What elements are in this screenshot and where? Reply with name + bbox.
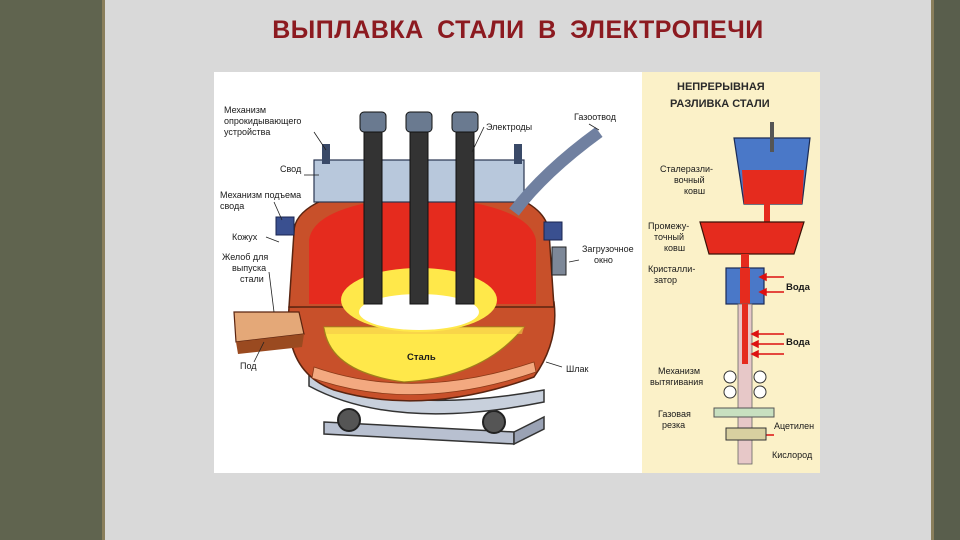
svg-text:выпуска: выпуска	[232, 263, 266, 273]
svg-text:Желоб для: Желоб для	[222, 252, 268, 262]
svg-text:Промежу-: Промежу-	[648, 221, 689, 231]
label-steel: Сталь	[407, 352, 436, 363]
label-crystallizer-1: Кристалли-	[648, 264, 695, 274]
label-spout-1: Желоб для	[222, 252, 268, 262]
svg-text:Механизм: Механизм	[224, 105, 266, 115]
label-tundish-2: точный	[654, 232, 684, 242]
steel-bath	[323, 326, 526, 383]
svg-text:Механизм подъема: Механизм подъема	[220, 190, 301, 200]
label-water-2: Вода	[786, 337, 811, 348]
svg-text:вытягивания: вытягивания	[650, 377, 703, 387]
svg-text:опрокидывающего: опрокидывающего	[224, 116, 301, 126]
casting-title-1: НЕПРЕРЫВНАЯ	[677, 81, 765, 93]
svg-text:окно: окно	[594, 255, 613, 265]
label-roof: Свод	[280, 164, 302, 174]
svg-text:точный: точный	[654, 232, 684, 242]
label-roof-lift-1: Механизм подъема	[220, 190, 301, 200]
svg-text:Механизм: Механизм	[658, 366, 700, 376]
label-tundish-1: Промежу-	[648, 221, 689, 231]
electrode-3	[455, 113, 475, 305]
label-withdrawal-2: вытягивания	[650, 377, 703, 387]
label-hearth: Под	[240, 361, 257, 371]
tundish	[699, 221, 805, 255]
label-withdrawal-1: Механизм	[658, 366, 700, 376]
label-tilt-2: опрокидывающего	[224, 116, 301, 126]
label-crystallizer-2: затор	[654, 275, 677, 285]
label-electrodes: Электроды	[486, 122, 532, 132]
label-cutting-1: Газовая	[658, 409, 691, 419]
label-slag: Шлак	[566, 364, 589, 374]
furnace-diagram: Механизм опрокидывающего устройства Свод…	[214, 72, 820, 473]
wheel-right	[482, 410, 506, 434]
electrode-2	[409, 113, 429, 305]
svg-text:ковш: ковш	[684, 186, 705, 196]
svg-text:резка: резка	[662, 420, 685, 430]
svg-text:затор: затор	[654, 275, 677, 285]
label-door-1: Загрузочное	[582, 244, 634, 254]
svg-text:устройства: устройства	[224, 127, 270, 137]
svg-text:ковш: ковш	[664, 243, 685, 253]
label-ladle-2: вочный	[674, 175, 705, 185]
svg-text:вочный: вочный	[674, 175, 705, 185]
label-roof-lift-2: свода	[220, 201, 244, 211]
label-oxygen: Кислород	[772, 450, 813, 460]
label-tilt-1: Механизм	[224, 105, 266, 115]
svg-text:Загрузочное: Загрузочное	[582, 244, 634, 254]
svg-text:свода: свода	[220, 201, 244, 211]
label-ladle-3: ковш	[684, 186, 705, 196]
svg-text:Сталеразли-: Сталеразли-	[660, 164, 713, 174]
gas-outlet-duct	[509, 127, 603, 216]
slide-title: ВЫПЛАВКА СТАЛИ В ЭЛЕКТРОПЕЧИ	[272, 16, 764, 44]
svg-text:Кристалли-: Кристалли-	[648, 264, 695, 274]
label-shell: Кожух	[232, 232, 258, 242]
svg-text:стали: стали	[240, 274, 264, 284]
label-tundish-3: ковш	[664, 243, 685, 253]
label-water-1: Вода	[786, 282, 811, 293]
label-spout-3: стали	[240, 274, 264, 284]
label-ladle-1: Сталеразли-	[660, 164, 713, 174]
label-cutting-2: резка	[662, 420, 685, 430]
casting-title-2: РАЗЛИВКА СТАЛИ	[670, 98, 770, 110]
label-acetylene: Ацетилен	[774, 421, 814, 431]
svg-text:Газовая: Газовая	[658, 409, 691, 419]
label-spout-2: выпуска	[232, 263, 266, 273]
label-gas-outlet: Газоотвод	[574, 112, 617, 122]
wheel-left	[337, 408, 361, 432]
electrode-1	[363, 113, 383, 305]
label-tilt-3: устройства	[224, 127, 270, 137]
roller-1	[723, 370, 737, 384]
gas-torch	[725, 427, 767, 441]
label-door-2: окно	[594, 255, 613, 265]
